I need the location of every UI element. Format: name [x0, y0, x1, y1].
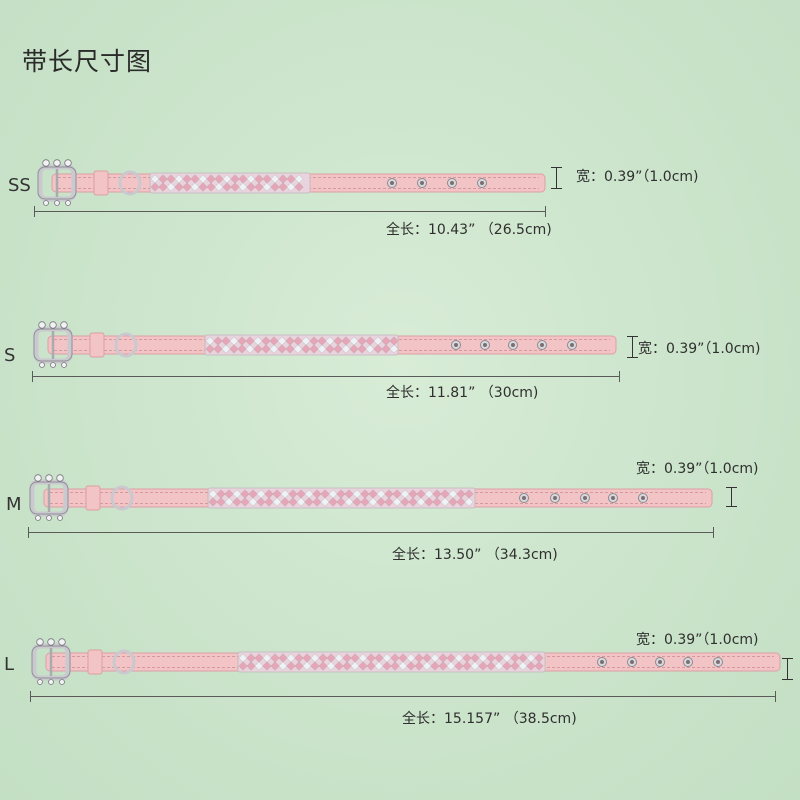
- length-label-ss: 全长：10.43” （26.5cm): [386, 222, 552, 238]
- length-indicator-s: [32, 371, 620, 382]
- width-label-s: 宽：0.39”（1.0cm): [638, 341, 761, 357]
- width-indicator-m: [726, 487, 737, 507]
- width-label-ss: 宽：0.39”（1.0cm): [576, 169, 699, 185]
- length-label-l: 全长：15.157” （38.5cm): [402, 711, 577, 727]
- page-title: 带长尺寸图: [22, 47, 153, 76]
- width-indicator-s: [627, 336, 638, 358]
- size-label-s: S: [4, 345, 16, 366]
- width-label-l: 宽：0.39”（1.0cm): [636, 632, 759, 648]
- size-label-m: M: [6, 494, 22, 515]
- length-indicator-ss: [34, 206, 546, 217]
- width-indicator-l: [782, 658, 793, 680]
- width-indicator-ss: [551, 167, 562, 189]
- length-label-m: 全长：13.50” （34.3cm): [392, 547, 558, 563]
- size-label-l: L: [4, 654, 15, 675]
- length-indicator-l: [30, 691, 776, 702]
- size-label-ss: SS: [8, 175, 31, 196]
- length-label-s: 全长：11.81” （30cm): [386, 385, 539, 401]
- width-label-m: 宽：0.39”（1.0cm): [636, 461, 759, 477]
- length-indicator-m: [28, 527, 714, 538]
